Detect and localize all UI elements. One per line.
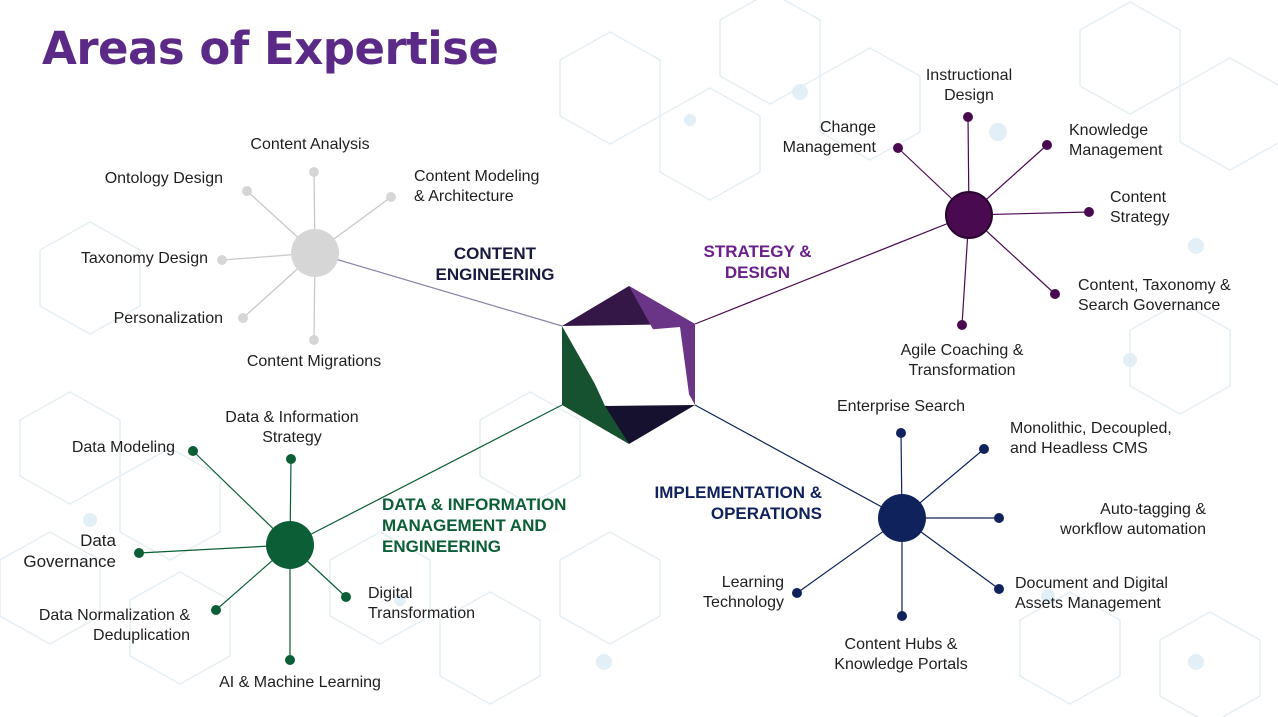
- implementation-title: IMPLEMENTATION & OPERATIONS: [654, 483, 822, 523]
- label-agile-coaching: Agile Coaching & Transformation: [900, 342, 1024, 379]
- label-content-migrations: Content Migrations: [246, 353, 382, 370]
- connector-data-information: [289, 404, 563, 546]
- strategy-design-title: STRATEGY & DESIGN: [703, 242, 812, 282]
- data-information-title: DATA & INFORMATION MANAGEMENT AND ENGINE…: [382, 495, 567, 556]
- label-digital-transformation: Digital Transformation: [368, 585, 475, 622]
- document-assets-dot: [994, 584, 1004, 594]
- headless-cms-dot: [979, 444, 989, 454]
- label-knowledge-management: Knowledge Management: [1069, 122, 1163, 159]
- content-modeling-dot: [386, 192, 396, 202]
- taxonomy-design-dot: [217, 255, 227, 265]
- content-strategy-dot: [1084, 207, 1094, 217]
- data-normalization-dot: [211, 605, 221, 615]
- label-auto-tagging: Auto-tagging & workflow automation: [1060, 501, 1206, 538]
- personalization-dot: [238, 313, 248, 323]
- data-strategy-dot: [286, 454, 296, 464]
- label-taxonomy-design: Taxonomy Design: [80, 250, 208, 267]
- data-information-cluster: [134, 446, 351, 665]
- label-instructional-design: Instructional Design: [925, 67, 1013, 104]
- label-content-strategy: Content Strategy: [1110, 189, 1170, 226]
- content-engineering-hub-node: [291, 229, 339, 277]
- data-governance-dot: [134, 548, 144, 558]
- label-content-modeling: Content Modeling & Architecture: [414, 168, 540, 205]
- instructional-design-dot: [963, 112, 973, 122]
- page-title: Areas of Expertise: [42, 22, 499, 75]
- content-hubs-dot: [897, 611, 907, 621]
- digital-transformation-dot: [341, 592, 351, 602]
- content-migrations-dot: [309, 335, 319, 345]
- strategy-design-hub-node: [945, 191, 993, 239]
- label-data-governance: Data Governance: [23, 531, 116, 571]
- connector-strategy-design: [694, 214, 970, 325]
- label-learning-technology: Learning Technology: [703, 574, 784, 611]
- data-modeling-dot: [188, 446, 198, 456]
- content-analysis-dot: [309, 167, 319, 177]
- hub-connectors: [289, 214, 970, 546]
- learning-technology-dot: [792, 588, 802, 598]
- content-engineering-title: CONTENT ENGINEERING: [435, 244, 555, 284]
- label-data-strategy: Data & Information Strategy: [225, 409, 359, 446]
- label-headless-cms: Monolithic, Decoupled, and Headless CMS: [1010, 420, 1172, 457]
- ai-ml-dot: [285, 655, 295, 665]
- implementation-cluster: [792, 428, 1004, 621]
- label-content-analysis: Content Analysis: [250, 136, 370, 153]
- auto-tagging-dot: [994, 513, 1004, 523]
- label-enterprise-search: Enterprise Search: [836, 398, 966, 415]
- data-information-hub-node: [266, 521, 314, 569]
- change-management-dot: [893, 143, 903, 153]
- connector-content-engineering: [314, 252, 563, 327]
- label-document-assets: Document and Digital Assets Management: [1015, 575, 1168, 612]
- label-ontology-design: Ontology Design: [104, 170, 223, 187]
- implementation-hub-node: [878, 494, 926, 542]
- connector-implementation: [694, 404, 903, 519]
- content-engineering-cluster: [217, 167, 396, 345]
- enterprise-search-dot: [896, 428, 906, 438]
- label-ai-ml: AI & Machine Learning: [219, 674, 381, 691]
- strategy-design-cluster: [893, 112, 1094, 330]
- label-personalization: Personalization: [113, 310, 223, 327]
- knowledge-management-dot: [1042, 140, 1052, 150]
- governance-dot: [1050, 289, 1060, 299]
- center-logo: [562, 286, 695, 444]
- agile-coaching-dot: [957, 320, 967, 330]
- label-data-normalization: Data Normalization & Deduplication: [38, 607, 190, 644]
- label-content-hubs: Content Hubs & Knowledge Portals: [834, 636, 968, 673]
- label-data-modeling: Data Modeling: [71, 439, 175, 456]
- label-governance: Content, Taxonomy & Search Governance: [1078, 277, 1231, 314]
- label-change-management: Change Management: [782, 119, 876, 156]
- ontology-design-dot: [242, 186, 252, 196]
